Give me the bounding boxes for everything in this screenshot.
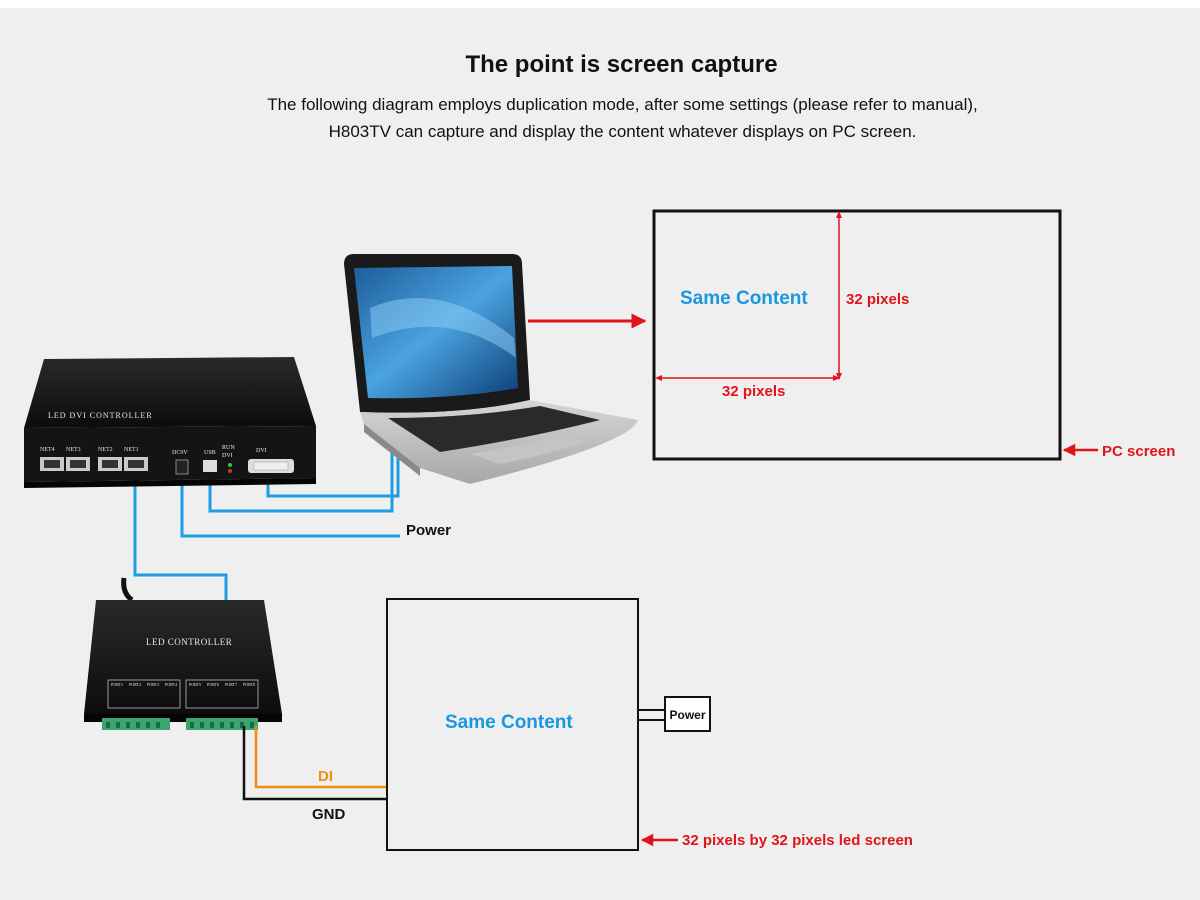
port-label-net3: NET3 xyxy=(66,447,81,453)
led-screen: Same Content xyxy=(387,599,638,850)
port-label-net4: NET4 xyxy=(40,447,55,453)
led-power-label: Power xyxy=(669,708,705,722)
port-label-6: PORT6 xyxy=(207,682,219,687)
port-label-net1: NET1 xyxy=(124,447,139,453)
port-label-dvi: DVI xyxy=(256,448,267,454)
led-controller: LED CONTROLLER PORT1 PORT2 PORT3 PORT4 P… xyxy=(84,578,282,730)
gnd-label: GND xyxy=(312,806,346,823)
port-label-8: PORT8 xyxy=(243,682,255,687)
port-label-usb: USB xyxy=(204,450,216,456)
diagram-page: The point is screen capture The followin… xyxy=(0,8,1200,900)
port-label-1: PORT1 xyxy=(111,682,123,687)
port-label-net2: NET2 xyxy=(98,447,113,453)
pc-screen: Same Content 32 pixels 32 pixels xyxy=(654,211,1060,459)
port-label-dc9v: DC9V xyxy=(172,450,188,456)
dc-jack xyxy=(176,460,188,474)
pc-screen-caption: PC screen xyxy=(1102,443,1175,460)
laptop xyxy=(344,254,638,484)
pc-same-content-label: Same Content xyxy=(680,288,808,309)
usb-port xyxy=(203,460,217,472)
port-label-dvi-led: DVI xyxy=(222,453,233,459)
pc-height-label: 32 pixels xyxy=(846,291,909,308)
connection-diagram: LED DVI CONTROLLER NET4 NET3 NET2 NET1 D… xyxy=(0,8,1200,900)
port-label-3: PORT3 xyxy=(147,682,159,687)
power-cable-label: Power xyxy=(406,522,451,539)
led-same-content-label: Same Content xyxy=(445,712,573,733)
dvi-controller-label: LED DVI CONTROLLER xyxy=(48,411,153,420)
port-label-7: PORT7 xyxy=(225,682,237,687)
port-label-4: PORT4 xyxy=(165,682,177,687)
port-label-5: PORT5 xyxy=(189,682,201,687)
led-controller-label: LED CONTROLLER xyxy=(146,637,232,647)
led-screen-caption: 32 pixels by 32 pixels led screen xyxy=(682,832,913,849)
led-dvi-controller: LED DVI CONTROLLER NET4 NET3 NET2 NET1 D… xyxy=(24,357,316,488)
di-label: DI xyxy=(318,768,333,785)
port-label-2: PORT2 xyxy=(129,682,141,687)
port-label-run: RUN xyxy=(222,445,235,451)
pc-width-label: 32 pixels xyxy=(722,383,785,400)
